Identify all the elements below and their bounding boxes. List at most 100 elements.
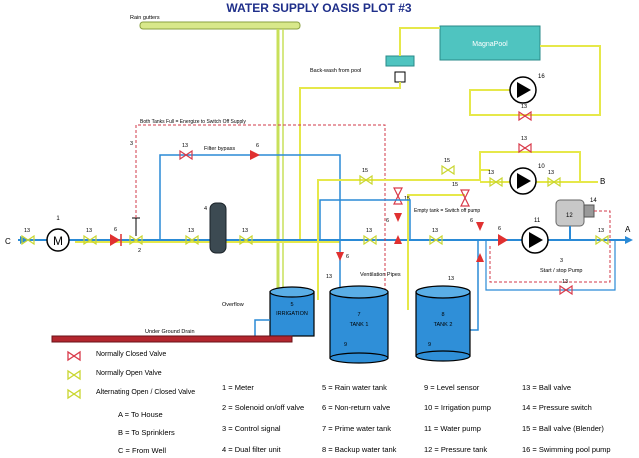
num-13-out: 13 (598, 228, 604, 234)
num-16: 16 (538, 74, 545, 80)
irrigation-tank (269, 286, 315, 337)
label-b: B (600, 177, 605, 186)
pool-valve-red (518, 110, 532, 122)
dual-filter (209, 202, 227, 254)
num-15-c: 15 (404, 196, 410, 202)
start-stop-label: Start / stop Pump (540, 268, 583, 274)
label-a: A (625, 225, 631, 234)
num-6-a: 6 (114, 227, 117, 233)
magnapool (439, 25, 541, 61)
pool-loop-right (469, 45, 601, 116)
legend-item: 14 = Pressure switch (522, 403, 592, 412)
bypass-valve-red (179, 149, 193, 161)
non-return-1 (110, 234, 120, 246)
num-6-t3: 6 (386, 218, 389, 224)
num-6-t1: 6 (346, 254, 349, 260)
destination-c: C = From Well (118, 446, 166, 455)
backwash-pipe (299, 82, 401, 240)
num-13-meter: 13 (86, 228, 92, 234)
non-return-tank2-d (476, 253, 484, 262)
valve-15-a (359, 174, 373, 186)
tank1-label: TANK 1 (350, 322, 369, 328)
valve-13-post-filter (239, 234, 253, 246)
num-13-vent2: 13 (448, 276, 454, 282)
tank2-label: TANK 2 (434, 322, 453, 328)
overflow-pipe (254, 319, 270, 338)
start-stop-signal (489, 210, 611, 283)
num-11: 11 (534, 218, 541, 224)
valve-13-irr-1 (489, 176, 503, 188)
num-2: 2 (138, 248, 141, 254)
valve-13-tanklink2 (429, 234, 443, 246)
legend-item: 9 = Level sensor (424, 383, 480, 392)
yellow-tank2-feed (407, 194, 465, 310)
legend-item: 11 = Water pump (424, 424, 481, 433)
legend-item: 1 = Meter (222, 383, 254, 392)
irrigation-pump-arrow (517, 173, 531, 189)
num-9-t2: 9 (428, 342, 431, 348)
water-pump-arrow (529, 232, 543, 248)
num-13-irr3: 13 (521, 136, 527, 142)
legend-item: 12 = Pressure tank (424, 445, 488, 454)
valve-13-return-red (559, 284, 573, 296)
num-13-irr2: 13 (548, 170, 554, 176)
num-13-tanklink2: 13 (432, 228, 438, 234)
filter-bypass-pipe (159, 154, 341, 240)
legend-open-valve: Normally Open Valve (96, 370, 162, 377)
valve-13-irr-red (518, 142, 532, 154)
num-13-vent1: 13 (326, 274, 332, 280)
num-6-b: 6 (256, 143, 259, 149)
num-13-tanklink: 13 (366, 228, 372, 234)
legend-icon-open (67, 369, 81, 381)
filter-bypass-label: Filter bypass (204, 146, 235, 152)
valve-13-c (21, 234, 35, 246)
num-13-return: 13 (562, 279, 568, 285)
num-1: 1 (56, 216, 60, 222)
both-tanks-label: Both Tanks Full = Energize to Switch Off… (140, 119, 246, 125)
valve-13-pre-filter (185, 234, 199, 246)
legend-item: 3 = Control signal (222, 424, 281, 433)
diagram-title: WATER SUPPLY OASIS PLOT #3 (226, 1, 411, 15)
valve-13-irr-2 (547, 176, 561, 188)
num-3-b: 3 (560, 258, 563, 264)
non-return-tank2-a (394, 213, 402, 222)
valve-15-d (460, 189, 470, 207)
arrow-a (625, 236, 633, 244)
num-15-a: 15 (362, 168, 368, 174)
num-5: 5 (290, 302, 293, 308)
num-13-irr1: 13 (488, 170, 494, 176)
num-13-bypass: 13 (182, 143, 188, 149)
tank-2 (415, 285, 471, 362)
valve-15-b (441, 164, 455, 176)
magnapool-label: MagnaPool (472, 41, 508, 48)
backwash-label: Back-wash from pool (310, 68, 361, 74)
num-6-t2: 6 (470, 218, 473, 224)
non-return-pump (498, 234, 508, 246)
legend-closed-valve: Normally Closed Valve (96, 351, 167, 358)
tank2-feed-pipe (470, 240, 479, 331)
num-15-d: 15 (452, 182, 458, 188)
tank-1 (329, 285, 389, 364)
num-13-prefilter: 13 (188, 228, 194, 234)
num-4: 4 (204, 206, 207, 212)
legend-item: 4 = Dual filter unit (222, 445, 281, 454)
non-return-tank1 (336, 252, 344, 261)
legend-item: 6 = Non-return valve (322, 403, 391, 412)
num-12: 12 (566, 213, 573, 219)
meter (46, 228, 70, 252)
destination-a: A = To House (118, 410, 163, 419)
num-6-pump: 6 (498, 226, 501, 232)
legend-item: 7 = Prime water tank (322, 424, 391, 433)
num-13-postfilter: 13 (242, 228, 248, 234)
rain-gutter (139, 21, 301, 30)
backwash-valve-box (394, 71, 406, 83)
legend-item: 2 = Solenoid on/off valve (222, 403, 305, 412)
legend-item: 5 = Rain water tank (322, 383, 387, 392)
legend-alternating-valve: Alternating Open / Closed Valve (96, 389, 196, 396)
ventilation-label: Ventilation Pipes (360, 272, 401, 278)
backwash-box (385, 55, 415, 67)
legend-item: 10 = Irrigation pump (424, 403, 491, 412)
legend-item: 15 = Ball valve (Blender) (522, 424, 604, 433)
empty-tank-label: Empty tank = Switch off pump (414, 208, 480, 214)
